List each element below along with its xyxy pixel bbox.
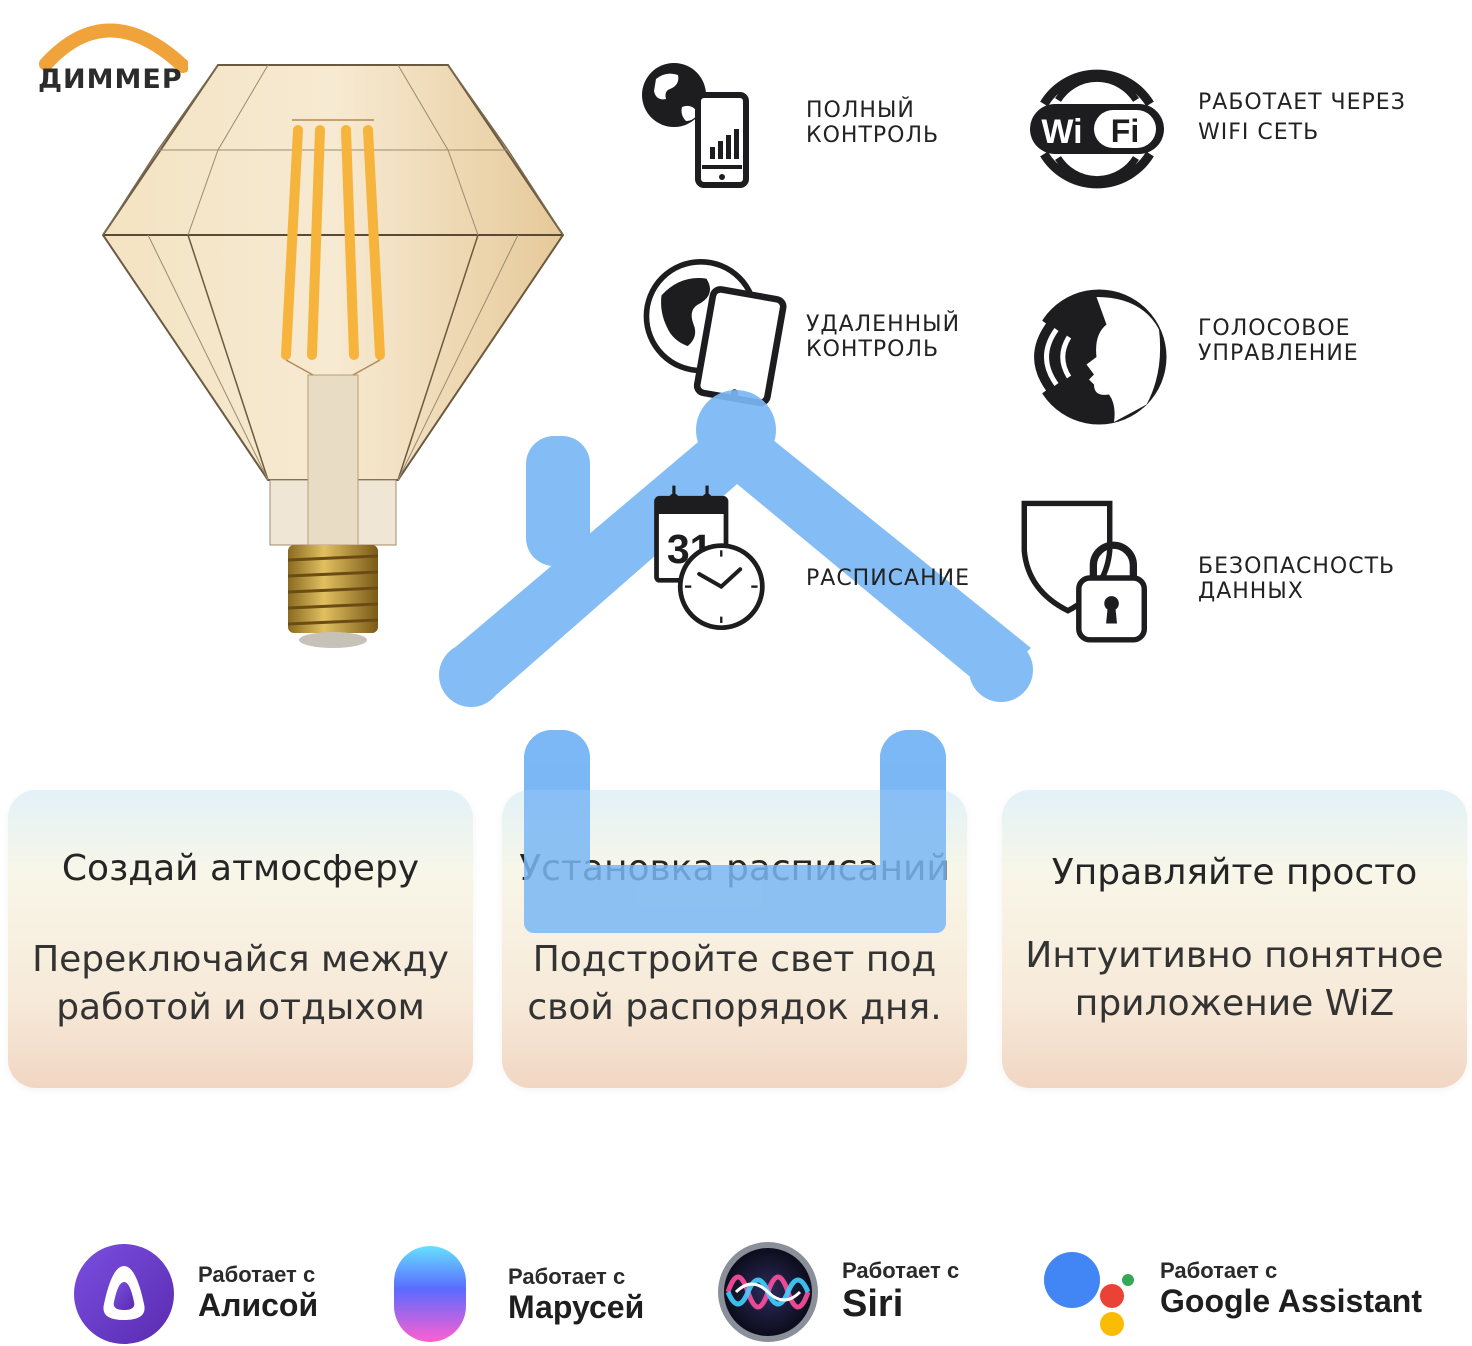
assistant-marusya-block: Работает с Марусей — [508, 1264, 644, 1324]
feature-full-control-label: ПОЛНЫЙ КОНТРОЛЬ — [806, 98, 940, 148]
feature-remote-control-label: УДАЛЕННЫЙ КОНТРОЛЬ — [806, 312, 961, 362]
feature-voice-control-label: ГОЛОСОВОЕ УПРАВЛЕНИЕ — [1198, 316, 1359, 366]
assistant-caption: Работает с — [508, 1264, 626, 1289]
assistant-name: Марусей — [508, 1289, 645, 1325]
wifi-wi-text: Wi — [1041, 113, 1082, 151]
assistant-google-block: Работает с Google Assistant — [1160, 1258, 1422, 1318]
marusya-icon — [394, 1246, 466, 1342]
feature-schedule-label: РАСПИСАНИЕ — [806, 566, 970, 591]
wifi-icon: Wi Fi — [1030, 69, 1164, 189]
globe-tablet-icon — [643, 258, 787, 407]
assistant-name: Siri — [842, 1283, 904, 1325]
assistant-name: Алисой — [198, 1287, 319, 1323]
card-title: Создай атмосферу — [61, 848, 420, 889]
wifi-fi-text: Fi — [1111, 113, 1139, 149]
alice-icon — [74, 1244, 174, 1344]
card-title: Управляйте просто — [1051, 852, 1418, 893]
card-control: Управляйте просто Интуитивно понятное пр… — [1002, 790, 1467, 1088]
siri-icon — [718, 1242, 818, 1342]
google-assistant-icon — [1044, 1252, 1134, 1336]
assistant-alice-block: Работает с Алисой — [198, 1262, 318, 1322]
card-text: Переключайся между работой и отдыхом — [32, 939, 449, 1028]
shield-lock-icon — [1021, 500, 1147, 643]
voice-head-icon — [1029, 289, 1167, 425]
diamond-bulb-image — [101, 64, 565, 648]
assistant-caption: Работает с — [842, 1258, 960, 1283]
calendar-clock-icon: 31 — [654, 485, 765, 631]
house-base-overlay — [524, 730, 946, 933]
dimmer-label: ДИММЕР — [38, 64, 183, 95]
assistant-name: Google Assistant — [1160, 1283, 1422, 1319]
card-text: Интуитивно понятное приложение WiZ — [1025, 935, 1444, 1024]
assistant-caption: Работает с — [198, 1262, 316, 1287]
dimmer-arc-icon — [39, 23, 188, 73]
assistant-caption: Работает с — [1160, 1258, 1278, 1283]
globe-phone-icon — [642, 63, 749, 188]
card-text: Подстройте свет под свой распорядок дня. — [527, 939, 942, 1028]
feature-data-security-label: БЕЗОПАСНОСТЬ ДАННЫХ — [1198, 554, 1396, 604]
card-atmosphere: Создай атмосферу Переключайся между рабо… — [8, 790, 473, 1088]
assistant-siri-block: Работает с Siri — [842, 1258, 959, 1324]
